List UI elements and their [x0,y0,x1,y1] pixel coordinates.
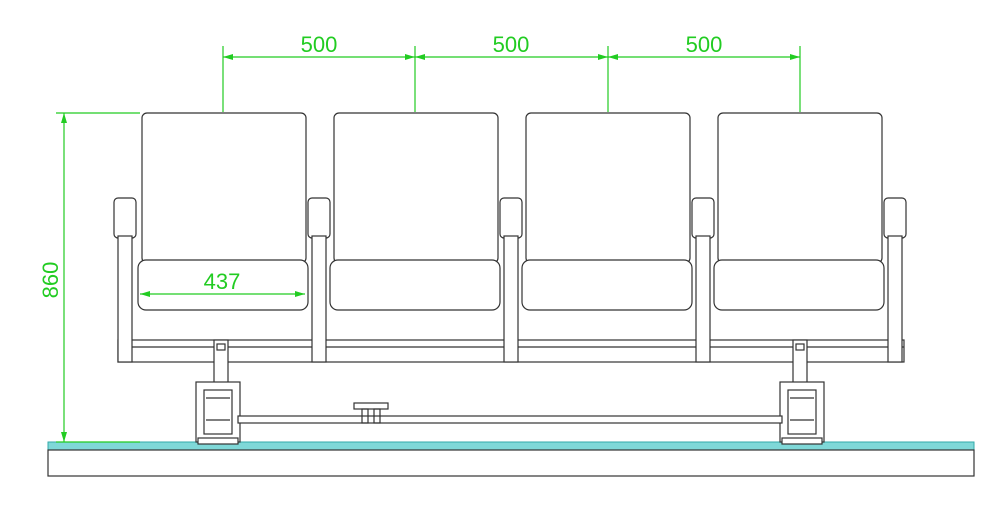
seat-unit-3 [521,112,693,311]
pitch-dimension: 500 500 500 [222,32,801,112]
armrest-2 [307,197,331,363]
tie-bar [237,402,783,424]
armrest-3 [499,197,523,363]
seat-width-label: 437 [204,269,241,294]
height-label: 860 [38,262,63,299]
height-dimension: 860 [38,112,140,443]
armrest-1 [113,197,137,363]
seat-width-dimension: 437 [140,269,305,297]
seat-unit-2 [329,112,501,311]
seat-unit-1 [137,112,309,311]
pitch-label-2: 500 [493,32,530,57]
pitch-label-3: 500 [686,32,723,57]
seat-unit-4 [713,112,885,311]
leg-right [779,339,825,445]
armrest-5 [883,197,907,363]
floor [47,441,975,477]
pitch-label-1: 500 [301,32,338,57]
leg-left [195,339,241,445]
armrest-4 [691,197,715,363]
